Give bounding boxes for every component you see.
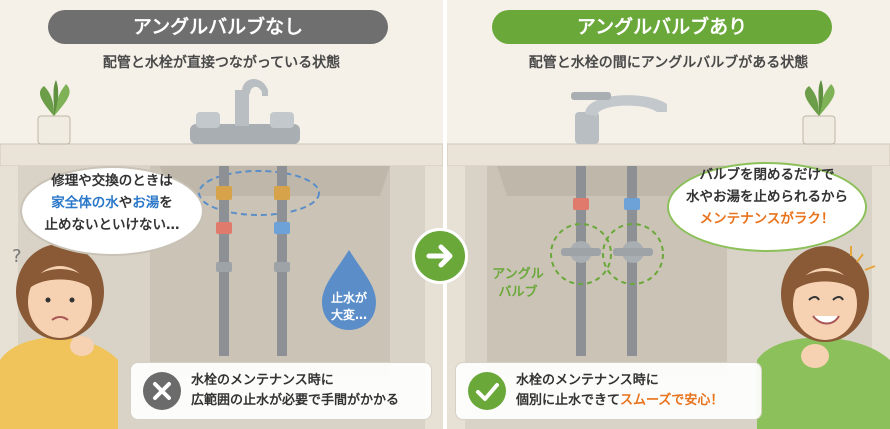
- note-line-2: 広範囲の止水が必要で手間がかかる: [191, 393, 400, 408]
- water-drop-label: 止水が 大変…: [322, 290, 376, 324]
- bubble-line-1: バルブを閉めるだけで: [699, 167, 835, 183]
- angle-valve-label-line-2: バルブ: [498, 285, 538, 300]
- panel-divider: [443, 0, 447, 429]
- bubble-line-2-e: を: [159, 195, 173, 211]
- angle-valve-icon: [561, 241, 653, 263]
- note-text-with-valve: 水栓のメンテナンス時に 個別に止水できてスムーズで安心！: [516, 371, 723, 411]
- two-handle-faucet-icon: [190, 78, 300, 144]
- bubble-line-3: 止めないといけない…: [44, 217, 180, 233]
- bubble-line-2-a: 家全体の: [51, 195, 106, 211]
- worried-woman-illustration: ?: [0, 244, 118, 429]
- note-line-2: 個別に止水できてスムーズで安心！: [516, 391, 723, 411]
- note-line-1: 水栓のメンテナンス時に: [516, 373, 659, 388]
- title-without-valve: アングルバルブなし: [48, 10, 388, 44]
- speech-bubble-worried: 修理や交換のときは 家全体の水やお湯を 止めないといけない…: [20, 166, 204, 256]
- bubble-line-2: 家全体の水やお湯を: [22, 192, 202, 214]
- cross-icon: [143, 372, 181, 410]
- angle-valve-label: アングル バルブ: [478, 266, 558, 302]
- bubble-line-2-b: 水: [105, 195, 119, 211]
- water-drop-icon: [322, 250, 376, 330]
- title-with-valve: アングルバルブあり: [492, 10, 832, 44]
- panel-with-valve: アングルバルブあり 配管と水栓の間にアングルバルブがある状態 バルブを閉めるだけ…: [447, 0, 890, 429]
- bubble-line-2: 水やお湯を止められるから: [686, 189, 848, 205]
- angle-valve-label-line-1: アングル: [492, 267, 544, 282]
- panel-without-valve: ? アングルバルブなし 配管と水栓が直接つながっている状態 修理や交換のときは …: [0, 0, 443, 429]
- note-line-2-b: スムーズで安心！: [620, 393, 724, 408]
- single-lever-faucet-icon: [571, 92, 667, 144]
- check-icon: [468, 372, 506, 410]
- note-line-1: 水栓のメンテナンス時に: [191, 373, 334, 388]
- bubble-line-1: 修理や交換のときは: [51, 173, 173, 189]
- plant-icon: [802, 80, 836, 145]
- happy-woman-illustration: [757, 246, 890, 429]
- bubble-line-2-d: お湯: [132, 195, 160, 211]
- subtitle-with-valve: 配管と水栓の間にアングルバルブがある状態: [528, 55, 809, 71]
- note-without-valve: 水栓のメンテナンス時に 広範囲の止水が必要で手間がかかる: [130, 362, 432, 420]
- arrow-right-icon: [412, 228, 468, 284]
- subtitle-without-valve: 配管と水栓が直接つながっている状態: [102, 55, 341, 71]
- plant-icon: [37, 80, 71, 145]
- speech-bubble-happy: バルブを閉めるだけで 水やお湯を止められるから メンテナンスがラク！: [667, 162, 867, 252]
- note-text-without-valve: 水栓のメンテナンス時に 広範囲の止水が必要で手間がかかる: [191, 371, 399, 411]
- svg-text:?: ?: [12, 246, 22, 267]
- bubble-line-2-c: や: [118, 195, 133, 211]
- water-drop-label-line-2: 大変…: [330, 308, 367, 322]
- water-drop-label-line-1: 止水が: [330, 291, 367, 305]
- note-line-2-a: 個別に止水できて: [516, 393, 621, 408]
- note-with-valve: 水栓のメンテナンス時に 個別に止水できてスムーズで安心！: [455, 362, 762, 420]
- bubble-line-3: メンテナンスがラク！: [699, 211, 835, 227]
